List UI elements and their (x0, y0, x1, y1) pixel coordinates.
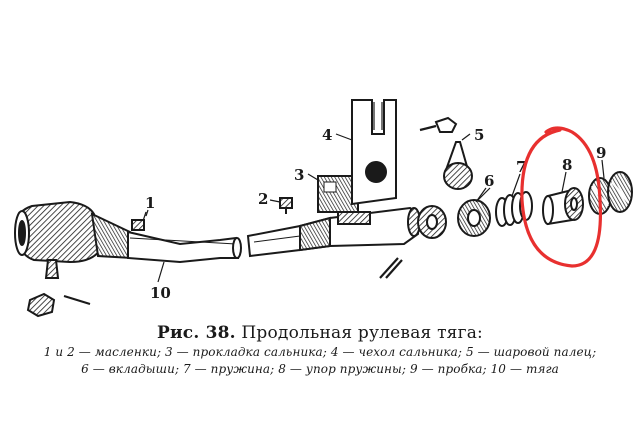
figure-title-line: Рис. 38. Продольная рулевая тяга: (0, 322, 640, 344)
part-5-ball-pin (419, 116, 473, 190)
part-4-gland-cover (351, 99, 397, 206)
part-9-plug (588, 171, 633, 215)
callout-3: 3 (294, 166, 304, 184)
callout-10: 10 (150, 284, 171, 302)
callout-4: 4 (322, 126, 332, 144)
callout-9: 9 (596, 144, 606, 162)
part-2-grease-nipple (279, 197, 293, 214)
legend-line-1: 1 и 2 — масленки; 3 — прокладка сальника… (43, 345, 597, 359)
callout-8: 8 (562, 156, 572, 174)
part-8-spring-stop (542, 187, 584, 226)
part-10-rod (14, 200, 242, 318)
figure-number: Рис. 38. (157, 323, 236, 343)
legend-line-2: 6 — вкладыши; 7 — пружина; 8 — упор пруж… (81, 362, 559, 376)
callout-5: 5 (474, 126, 484, 144)
part-7-spring (495, 191, 533, 227)
part-6-liners (417, 199, 491, 239)
annotation-circle (520, 126, 603, 268)
callout-1: 1 (145, 194, 155, 212)
part-1-grease-nipple (131, 211, 147, 231)
figure-caption: Рис. 38. Продольная рулевая тяга: 1 и 2 … (0, 322, 640, 378)
callout-6: 6 (484, 172, 494, 190)
part-cotter-pin (379, 257, 403, 279)
leader-lines (145, 133, 605, 283)
callout-7: 7 (516, 158, 526, 176)
part-middle-socket (246, 206, 421, 258)
callout-2: 2 (258, 190, 268, 208)
figure-title: Продольная рулевая тяга: (241, 323, 483, 343)
